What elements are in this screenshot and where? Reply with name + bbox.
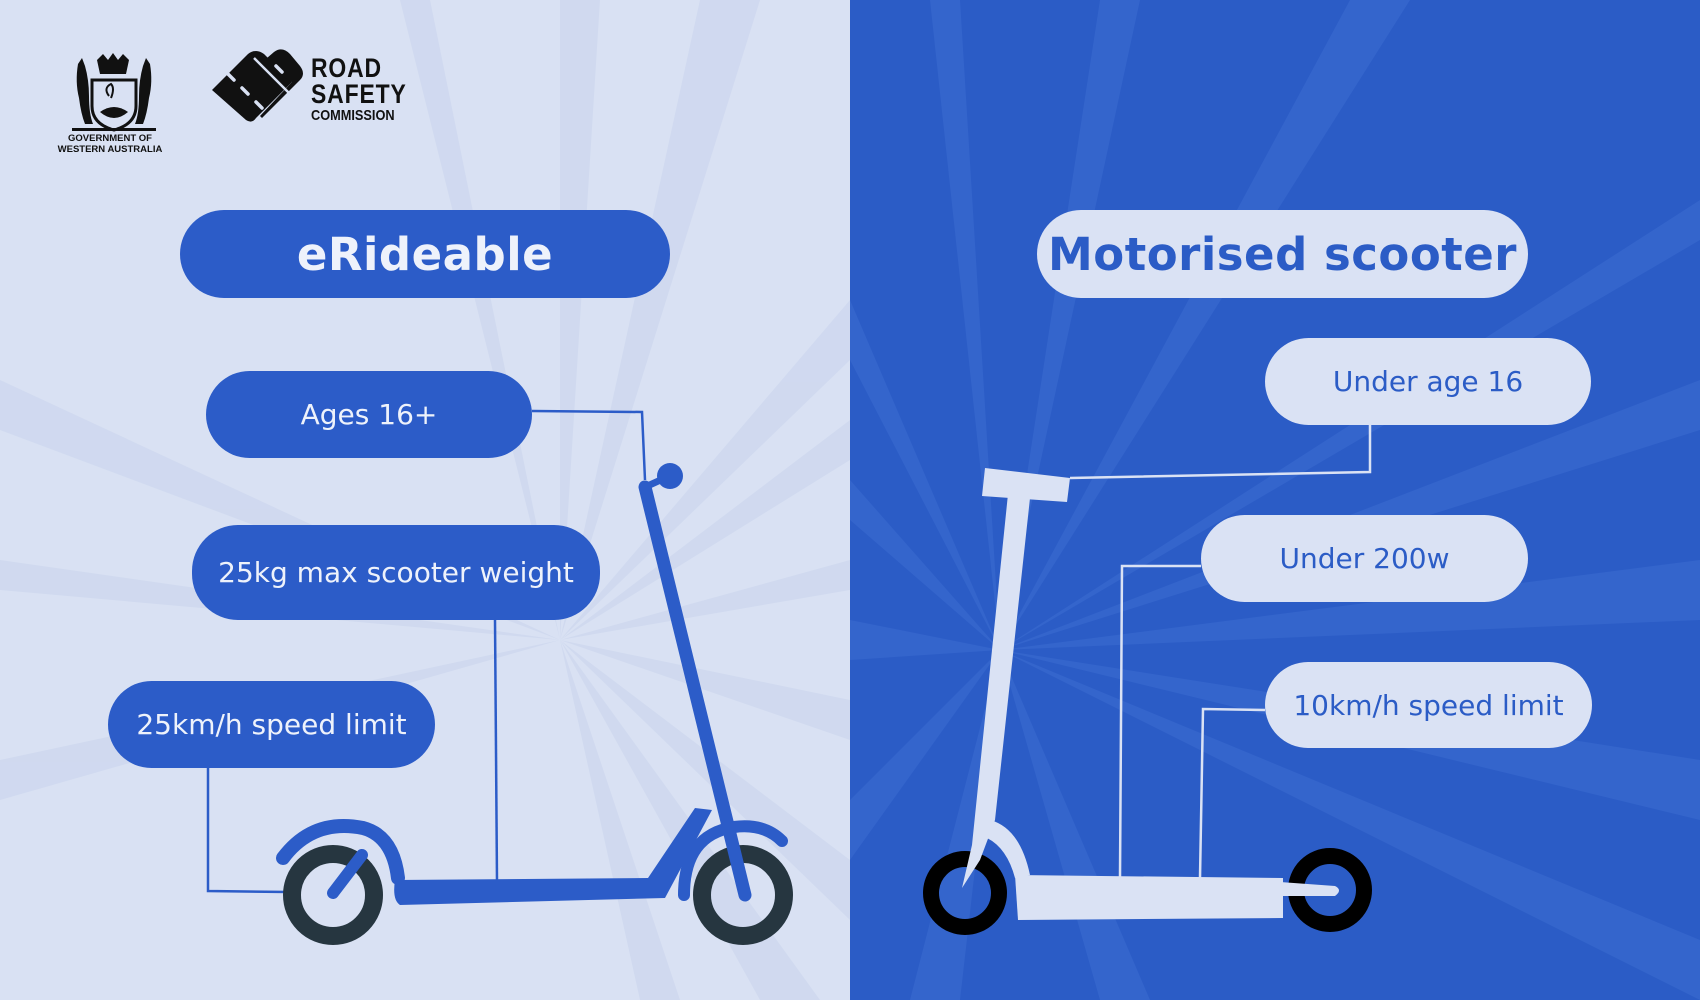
road-safety-logo-text: ROAD SAFETY COMMISSION [311, 55, 424, 125]
rsc-line-3: COMMISSION [311, 107, 395, 124]
motorised-scooter-title: Motorised scooter [1048, 227, 1517, 281]
speed-text: 25km/h speed limit [136, 708, 407, 741]
gov-line-2: WESTERN AUSTRALIA [57, 144, 163, 155]
government-logo-text: GOVERNMENT OF WESTERN AUSTRALIA [50, 133, 170, 155]
erideable-age-label: Ages 16+ [206, 371, 532, 458]
erideable-weight-label: 25kg max scooter weight [192, 525, 600, 620]
motorised-power-label: Under 200w [1201, 515, 1528, 602]
age-text: Under age 16 [1332, 365, 1524, 398]
gov-line-1: GOVERNMENT OF [68, 133, 152, 144]
age-text: Ages 16+ [300, 398, 438, 431]
motorised-scooter-panel [850, 0, 1700, 1000]
erideable-title: eRideable [296, 227, 554, 281]
motorised-age-label: Under age 16 [1265, 338, 1591, 425]
motorised-scooter-title-badge: Motorised scooter [1037, 210, 1528, 298]
motorised-speed-label: 10km/h speed limit [1265, 662, 1592, 748]
speed-text: 10km/h speed limit [1293, 688, 1564, 722]
power-text: Under 200w [1279, 542, 1450, 575]
erideable-title-badge: eRideable [180, 210, 670, 298]
erideable-speed-label: 25km/h speed limit [108, 681, 435, 768]
rsc-line-2: SAFETY [311, 79, 407, 109]
rsc-line-1: ROAD [311, 53, 382, 83]
weight-text: 25kg max scooter weight [218, 556, 574, 589]
